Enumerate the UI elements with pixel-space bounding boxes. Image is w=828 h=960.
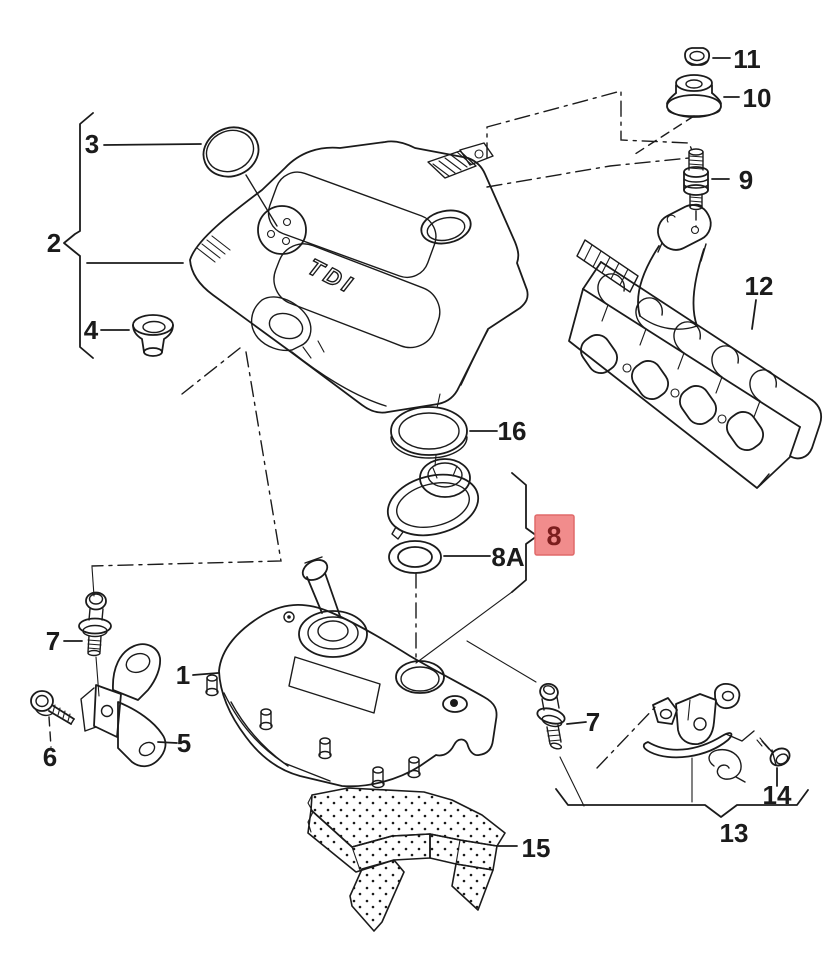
brace-part-2: [63, 112, 184, 359]
callout-10: 10: [743, 83, 772, 113]
screw-part-6: [30, 690, 75, 748]
callout-9: 9: [739, 165, 753, 195]
callout-15: 15: [522, 833, 551, 863]
valve-cover-part-1: [192, 556, 498, 789]
callout-3: 3: [85, 129, 99, 159]
alignment-lines: [91, 90, 694, 769]
callout-4: 4: [84, 315, 99, 345]
grommet-part-10: [666, 74, 740, 118]
bolt-part-7-left: [63, 566, 112, 697]
bolt-part-7-right: [466, 640, 587, 807]
callout-7-right: 7: [586, 707, 600, 737]
callout-16: 16: [498, 416, 527, 446]
callout-6: 6: [43, 742, 57, 772]
highlighted-part-8[interactable]: 8: [534, 514, 575, 556]
gasket-part-8a: [388, 540, 491, 659]
grommet-part-4: [100, 314, 174, 357]
callout-12: 12: [745, 271, 774, 301]
callout-1: 1: [176, 660, 190, 690]
cap-part-3: [103, 126, 278, 227]
intake-manifold-part-12: [568, 204, 823, 489]
callout-11: 11: [733, 44, 761, 74]
oil-filler-cap-part-8: [386, 454, 513, 664]
bracket-part-13: [555, 682, 809, 818]
bracket-part-5: [80, 643, 178, 768]
highlight-box: [534, 514, 575, 556]
callout-5: 5: [177, 728, 191, 758]
callout-14: 14: [763, 780, 792, 810]
callout-2: 2: [47, 228, 61, 258]
bolt-part-14: [756, 737, 791, 787]
brace-part-8: [511, 472, 538, 593]
nut-part-11: [684, 47, 731, 66]
engine-cover: TDI: [189, 140, 529, 414]
insulation-part-15: [307, 787, 518, 932]
callout-8: 8: [546, 521, 561, 551]
stud-part-9: [631, 115, 730, 228]
callout-7-left: 7: [46, 626, 60, 656]
callout-13: 13: [720, 818, 749, 848]
seal-ring-part-16: [390, 393, 498, 459]
callout-8a: 8A: [491, 542, 524, 572]
